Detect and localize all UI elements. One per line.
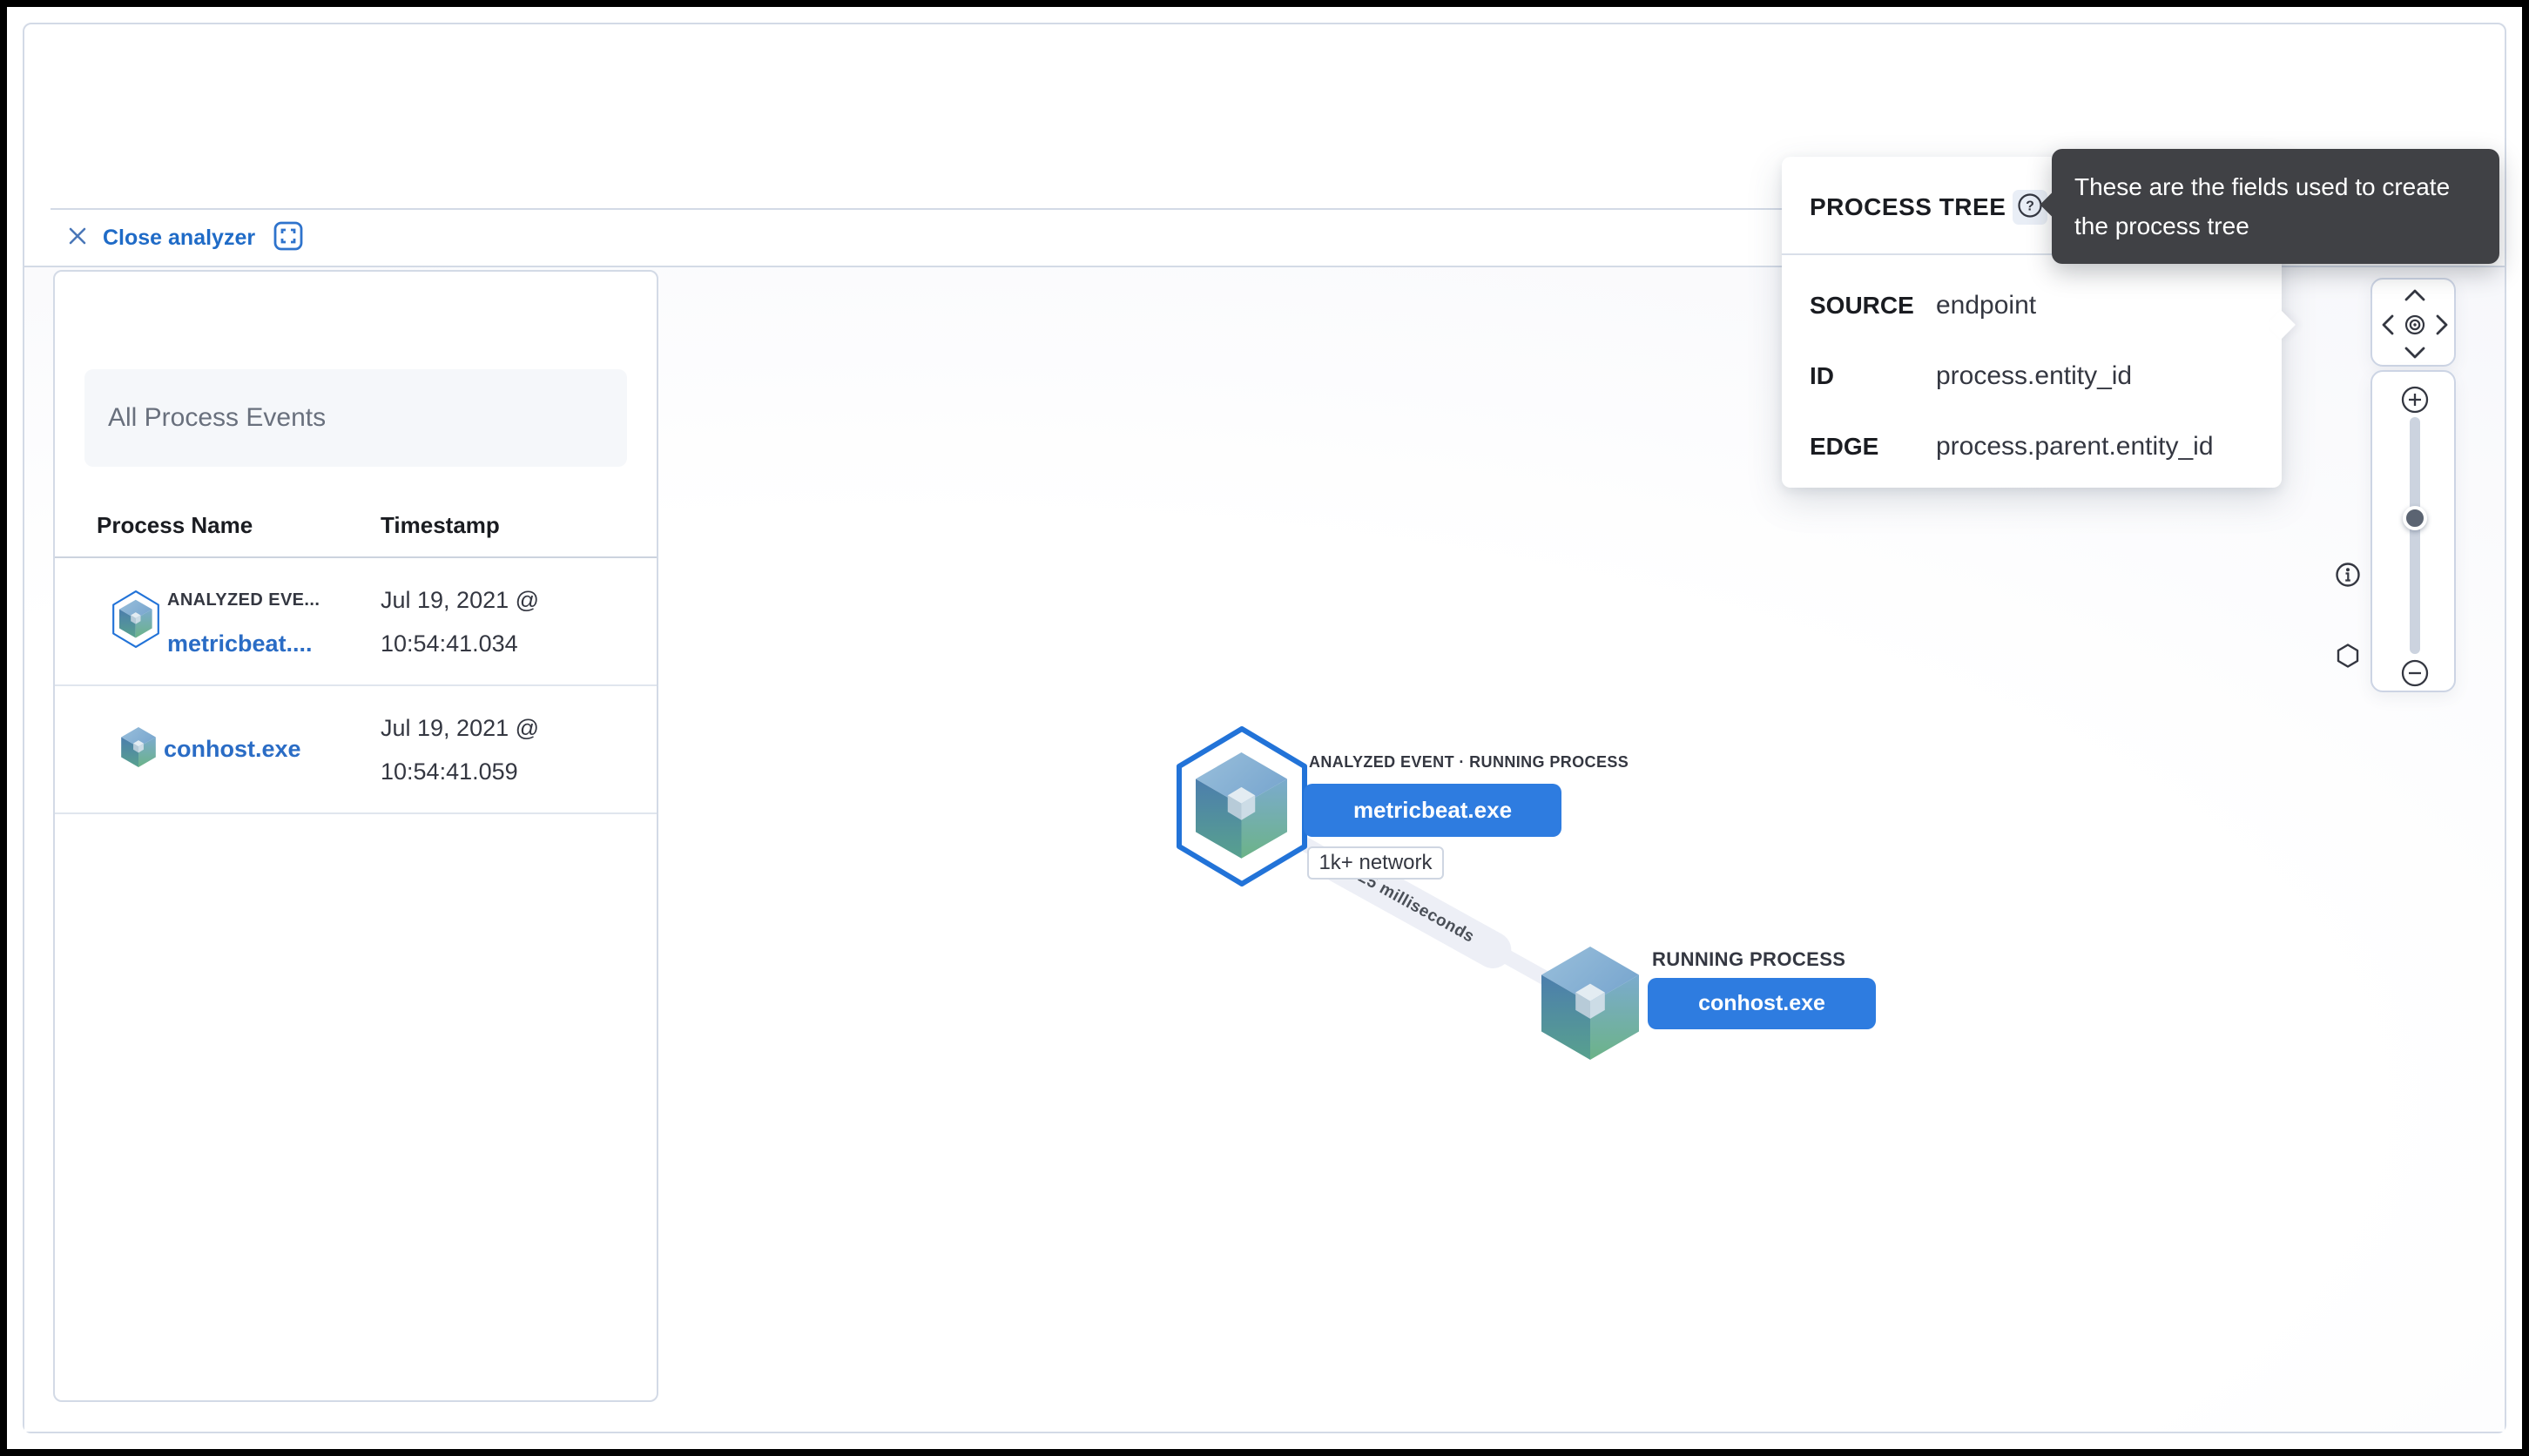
process-tree-popover: PROCESS TREE ? SOURCE endpoint ID proces… — [1782, 157, 2296, 488]
top-divider — [51, 208, 2478, 210]
tooltip-text-line: the process tree — [2074, 212, 2249, 239]
panel-title: All Process Events — [108, 403, 327, 432]
process-events-panel: All Process Events Process Name Timestam… — [53, 270, 658, 1402]
process-link-metricbeat[interactable]: metricbeat.... — [167, 630, 313, 657]
node-legend-button[interactable] — [2329, 638, 2367, 677]
process-name-cell: conhost.exe — [55, 686, 374, 812]
popover-divider — [1782, 253, 2282, 255]
schema-field-value: process.entity_id — [1936, 361, 2133, 390]
fullscreen-button[interactable] — [271, 220, 306, 255]
popover-title: PROCESS TREE — [1810, 193, 2006, 220]
info-icon — [2335, 562, 2361, 592]
hexagon-icon — [2335, 643, 2361, 673]
pan-down-button[interactable] — [2404, 346, 2426, 360]
process-events-table: Process Name Timestamp ANALYZED EVE... m… — [55, 467, 657, 814]
metricbeat-node-button[interactable]: metricbeat.exe — [1304, 784, 1561, 837]
conhost-node-button[interactable]: conhost.exe — [1648, 978, 1876, 1029]
schema-field-label: SOURCE — [1810, 291, 1914, 319]
resolver-graph-area: 25 milliseconds All Process Events Proce… — [24, 266, 2505, 1432]
timestamp-line: Jul 19, 2021 @ — [381, 586, 540, 613]
network-events-badge[interactable]: 1k+ network — [1307, 846, 1444, 880]
close-analyzer-label[interactable]: Close analyzer — [103, 225, 256, 250]
timestamp-line: Jul 19, 2021 @ — [381, 714, 540, 741]
table-row: ANALYZED EVE... metricbeat.... Jul 19, 2… — [55, 558, 657, 686]
zoom-out-button[interactable] — [2401, 659, 2429, 687]
zoom-slider[interactable] — [2403, 417, 2427, 654]
column-header-timestamp: Timestamp — [381, 512, 500, 538]
schema-field-value: process.parent.entity_id — [1936, 431, 2214, 461]
help-button[interactable]: ? — [2013, 190, 2048, 225]
question-mark-icon: ? — [2017, 192, 2043, 223]
analyzed-process-node-icon[interactable] — [1177, 726, 1307, 886]
pan-up-button[interactable] — [2404, 288, 2426, 302]
fullscreen-icon — [273, 220, 304, 256]
zoom-control-panel — [2371, 370, 2456, 692]
close-icon[interactable] — [66, 225, 89, 252]
svg-text:?: ? — [2027, 199, 2035, 213]
tooltip-text-line: These are the fields used to create — [2074, 173, 2451, 200]
schema-field-row: SOURCE endpoint — [1810, 270, 2261, 340]
table-row: conhost.exe Jul 19, 2021 @ 10:54:41.059 — [55, 686, 657, 814]
analyzed-process-hexagon-cube-icon — [112, 590, 159, 652]
process-name-cell: ANALYZED EVE... metricbeat.... — [55, 558, 374, 684]
pan-left-button[interactable] — [2381, 313, 2395, 336]
process-cube-icon — [121, 727, 156, 772]
timestamp-line: 10:54:41.059 — [381, 758, 518, 785]
child-node-label: RUNNING PROCESS — [1652, 948, 1846, 970]
close-analyzer-button[interactable]: Close analyzer — [66, 225, 255, 252]
pan-control-panel — [2371, 278, 2456, 367]
schema-field-row: EDGE process.parent.entity_id — [1810, 411, 2261, 482]
analyzed-node-label: ANALYZED EVENT · RUNNING PROCESS — [1309, 753, 1629, 771]
schema-field-label: EDGE — [1810, 432, 1879, 460]
column-header-process-name: Process Name — [97, 512, 253, 538]
process-link-conhost[interactable]: conhost.exe — [164, 736, 301, 762]
help-tooltip: These are the fields used to create the … — [2040, 149, 2499, 264]
analyzed-event-badge: ANALYZED EVE... — [167, 590, 320, 610]
timestamp-cell: Jul 19, 2021 @ 10:54:41.034 — [374, 558, 539, 684]
pan-right-button[interactable] — [2435, 313, 2449, 336]
center-graph-button[interactable] — [2404, 313, 2426, 336]
schema-field-value: endpoint — [1936, 290, 2037, 320]
zoom-in-button[interactable] — [2401, 386, 2429, 414]
zoom-slider-thumb[interactable] — [2403, 506, 2427, 530]
table-header-row: Process Name Timestamp — [55, 467, 657, 558]
timestamp-line: 10:54:41.034 — [381, 630, 518, 657]
analyzer-toolbar: Close analyzer — [66, 210, 306, 266]
schema-field-label: ID — [1810, 361, 1834, 389]
timestamp-cell: Jul 19, 2021 @ 10:54:41.059 — [374, 686, 539, 812]
schema-field-row: ID process.entity_id — [1810, 340, 2261, 411]
child-process-node-icon[interactable] — [1541, 947, 1639, 1060]
panel-title-box[interactable]: All Process Events — [84, 369, 627, 467]
schema-info-button[interactable] — [2329, 557, 2367, 596]
